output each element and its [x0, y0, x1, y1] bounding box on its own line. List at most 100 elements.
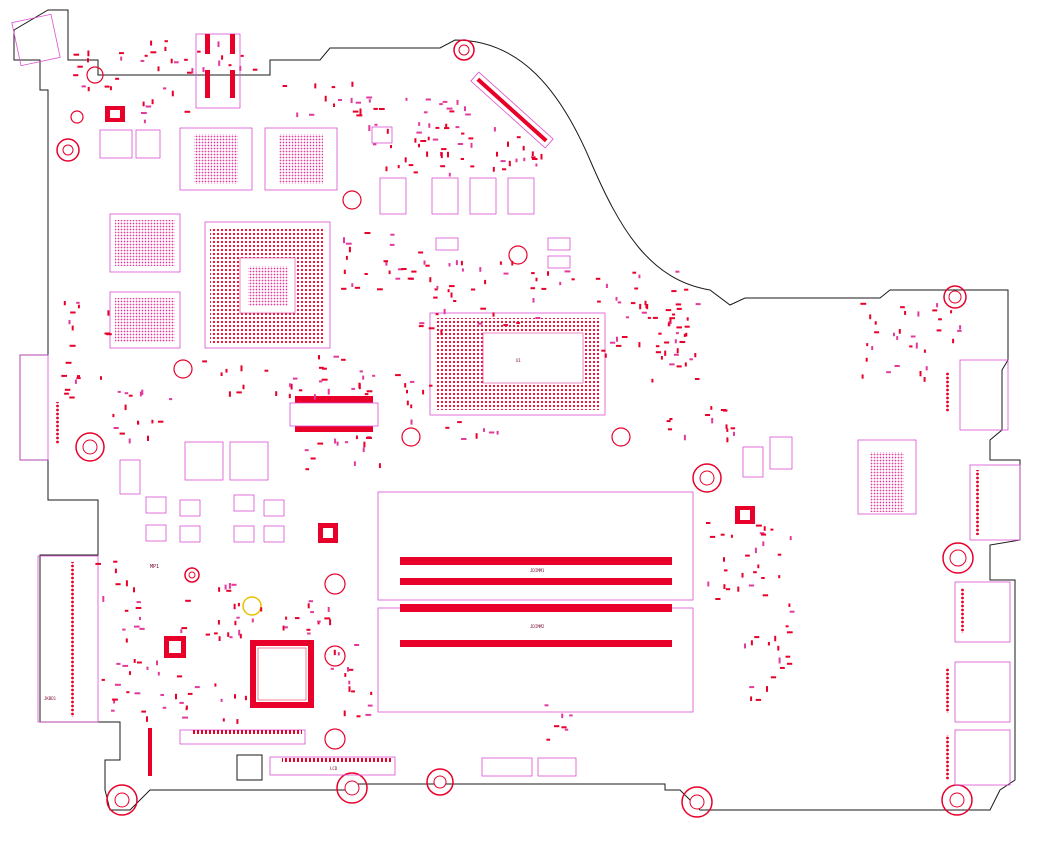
smd-pad: [141, 389, 144, 395]
smd-pad: [679, 341, 686, 343]
smd-pad: [761, 577, 765, 579]
smd-pad: [441, 148, 447, 151]
board-outline: [13, 9, 1021, 811]
smd-pad: [502, 168, 507, 171]
smd-pad: [334, 438, 337, 444]
flex-connector: [179, 729, 306, 745]
smd-pad: [143, 119, 146, 124]
smd-pad: [330, 667, 334, 670]
smd-pad: [61, 374, 67, 377]
smd-pad: [358, 383, 361, 390]
smd-pad: [419, 322, 425, 325]
smd-pad: [413, 171, 418, 174]
smd-pad: [705, 414, 711, 416]
smd-pad: [77, 375, 80, 378]
flex-connector: [481, 757, 577, 777]
smd-pad: [119, 52, 124, 55]
mounting-hole: [692, 463, 722, 493]
smd-pad: [917, 311, 920, 317]
smd-pad: [886, 371, 891, 374]
smd-pad: [407, 277, 414, 280]
smd-pad: [175, 693, 177, 700]
smd-pad: [150, 40, 153, 46]
smd-pad: [337, 652, 340, 656]
smd-pad: [366, 437, 372, 439]
smd-pad: [236, 719, 239, 724]
smd-pad: [115, 583, 121, 586]
chipset-qfp: [250, 640, 314, 708]
smd-pad: [435, 126, 440, 129]
smd-pad: [350, 97, 353, 104]
smd-pad: [112, 413, 115, 418]
standoff-pad: [70, 66, 631, 750]
smd-pad: [296, 112, 299, 118]
smd-pad: [317, 620, 321, 623]
smd-pad: [157, 671, 160, 676]
smd-pad: [900, 306, 905, 309]
smd-pad: [169, 398, 173, 401]
smd-pad: [137, 420, 139, 425]
smd-pad: [370, 691, 373, 695]
smd-pad: [432, 138, 439, 141]
smd-pad: [351, 387, 355, 390]
smd-pad: [142, 101, 145, 107]
smd-pad: [180, 629, 183, 634]
smd-pad: [318, 366, 324, 369]
smd-pad: [364, 393, 369, 396]
power-mosfet: [145, 126, 571, 543]
smd-pad: [343, 269, 346, 274]
smd-pad: [240, 54, 244, 57]
smd-pad: [264, 369, 269, 372]
smd-pad: [745, 554, 750, 557]
smd-pad: [136, 601, 141, 604]
smd-pad: [461, 132, 465, 135]
smd-pad: [410, 404, 413, 409]
cpu-label: U1: [516, 358, 521, 363]
smd-pad: [338, 99, 342, 101]
smd-pad: [324, 95, 327, 102]
smd-pad: [535, 163, 538, 167]
smd-pad: [684, 325, 690, 328]
smd-pad: [655, 351, 661, 354]
smd-pad: [321, 378, 328, 381]
memory-chip: [109, 213, 181, 273]
smd-pad: [220, 698, 223, 702]
smd-pad: [675, 303, 682, 306]
smd-pad: [73, 74, 79, 77]
smd-pad: [176, 675, 183, 678]
smd-pad: [597, 300, 601, 303]
smd-pad: [767, 642, 770, 646]
smd-pad: [499, 261, 502, 265]
smd-pad: [748, 584, 755, 587]
smd-pad: [109, 86, 112, 91]
smd-pad: [356, 114, 363, 117]
smd-pad: [237, 602, 240, 607]
smd-pad: [333, 355, 339, 358]
smd-pad: [144, 54, 148, 57]
smd-pad: [141, 112, 147, 114]
smd-pad: [860, 302, 867, 305]
smd-pad: [307, 632, 311, 635]
smd-pad: [532, 158, 538, 160]
smd-pad: [559, 281, 562, 286]
m2-connector: [289, 396, 379, 432]
smd-pad: [470, 165, 475, 168]
smd-pad: [170, 58, 173, 64]
smd-pad: [134, 625, 140, 628]
smd-pad: [655, 345, 660, 348]
smd-pad: [723, 557, 725, 562]
smd-pad: [202, 67, 205, 73]
smd-pad: [610, 341, 616, 344]
smd-pad: [898, 329, 901, 334]
smd-pad: [507, 141, 509, 147]
smd-pad: [385, 260, 388, 266]
smd-pad: [284, 626, 288, 629]
smd-pad: [114, 568, 117, 574]
smd-pad: [128, 394, 133, 397]
smd-pad: [294, 617, 300, 620]
smd-pad: [372, 143, 377, 146]
smd-pad: [671, 290, 677, 293]
smd-pad: [378, 463, 381, 469]
smd-pad: [778, 575, 781, 579]
smd-pad: [160, 694, 164, 696]
